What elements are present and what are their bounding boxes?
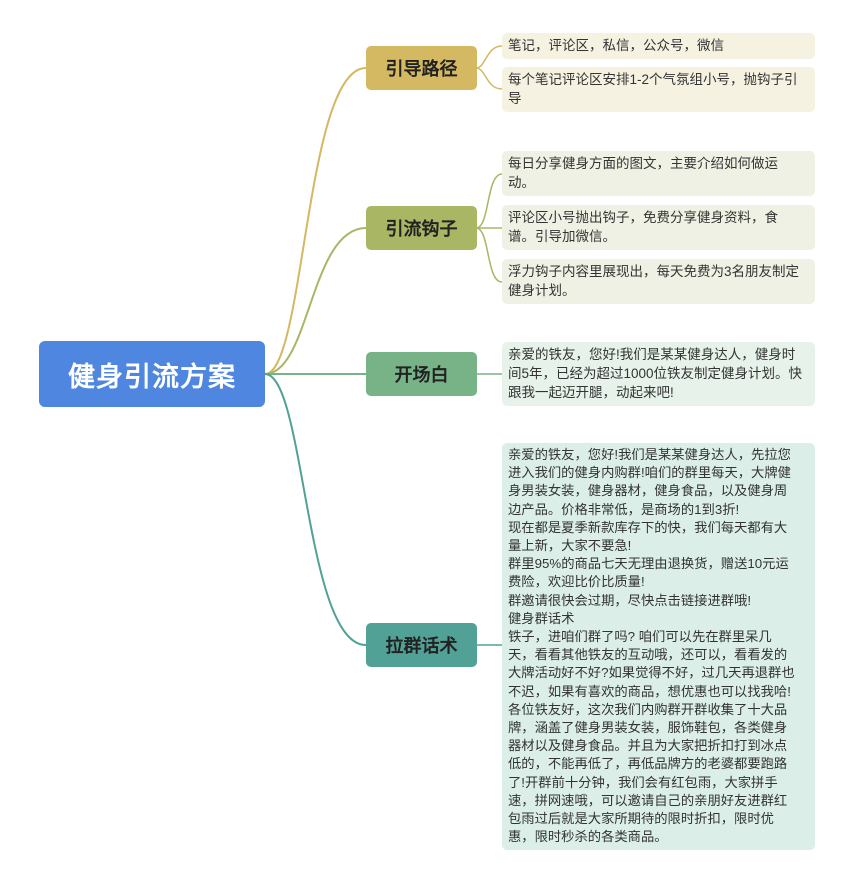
- leaf-text: 包雨过后就是大家所期待的限时折扣，限时优: [508, 811, 774, 827]
- leaf-text: 天，看看其他铁友的互动哦，还可以，看看发的: [508, 647, 788, 663]
- branch-group-script[interactable]: 拉群话术: [366, 623, 477, 667]
- leaf-opening-greeting[interactable]: 亲爱的铁友，您好!我们是某某健身达人，健身时 间5年，已经为超过1000位铁友制…: [502, 342, 815, 406]
- leaf-text: 器材以及健身食品。并且为大家把折扣打到冰点: [508, 738, 788, 754]
- leaf-text: 了!开群前十分钟，我们会有红包雨，大家拼手: [508, 774, 778, 790]
- leaf-text: 笔记，评论区，私信，公众号，微信: [508, 38, 724, 53]
- leaf-text: 亲爱的铁友，您好!我们是某某健身达人，健身时: [508, 347, 796, 362]
- leaf-text: 群邀请很快会过期，尽快点击链接进群哦!: [508, 592, 752, 608]
- leaf-text: 健身计划。: [508, 283, 576, 298]
- leaf-hook-free-plan[interactable]: 浮力钩子内容里展现出，每天免费为3名朋友制定 健身计划。: [502, 259, 815, 304]
- leaf-text: 大牌活动好不好?如果觉得不好，过几天再退群也: [508, 665, 795, 681]
- leaf-text: 间5年，已经为超过1000位铁友制定健身计划。快: [508, 366, 803, 381]
- leaf-text: 跟我一起迈开腿，动起来吧!: [508, 385, 674, 400]
- leaf-text: 惠，限时秒杀的各类商品。: [508, 829, 668, 845]
- leaf-text: 身男装女装，健身器材，健身食品，以及健身周: [508, 483, 788, 499]
- leaf-hook-comment-bait[interactable]: 评论区小号抛出钩子，免费分享健身资料，食 谱。引导加微信。: [502, 205, 815, 250]
- leaf-text: 谱。引导加微信。: [508, 229, 616, 244]
- leaf-text: 费险，欢迎比价比质量!: [508, 574, 645, 590]
- link-hook-leaf-1: [475, 173, 503, 229]
- leaf-text: 群里95%的商品七天无理由退换货，赠送10元运: [508, 556, 789, 572]
- leaf-text: 动。: [508, 175, 535, 190]
- leaf-text: 评论区小号抛出钩子，免费分享健身资料，食: [508, 210, 778, 225]
- link-root-group: [264, 373, 367, 646]
- leaf-text: 导: [508, 91, 522, 106]
- root-label: 健身引流方案: [68, 361, 236, 392]
- leaf-text: 浮力钩子内容里展现出，每天免费为3名朋友制定: [508, 264, 800, 279]
- leaf-text: 不迟，如果有喜欢的商品，想优惠也可以找我哈!: [508, 683, 791, 699]
- link-guide-leaf-2: [475, 67, 503, 90]
- link-guide-leaf-1: [475, 45, 503, 69]
- branch-label: 拉群话术: [385, 636, 458, 656]
- leaf-text: 牌，涵盖了健身男装女装，服饰鞋包，各类健身: [508, 720, 788, 736]
- branch-label: 引流钩子: [385, 219, 458, 239]
- leaf-text: 每个笔记评论区安排1-2个气氛组小号，抛钩子引: [508, 72, 798, 87]
- leaf-text: 每日分享健身方面的图文，主要介绍如何做运: [508, 156, 778, 171]
- leaf-text: 现在都是夏季新款库存下的快，我们每天都有大: [508, 519, 788, 535]
- branch-label: 引导路径: [385, 59, 458, 79]
- branch-label: 开场白: [394, 365, 449, 385]
- link-root-guide: [264, 67, 367, 375]
- leaf-text: 进入我们的健身内购群!咱们的群里每天，大牌健: [508, 465, 791, 481]
- branch-opening[interactable]: 开场白: [366, 352, 477, 396]
- leaf-group-script-text[interactable]: 亲爱的铁友，您好!我们是某某健身达人，先拉您 进入我们的健身内购群!咱们的群里每…: [502, 443, 815, 851]
- leaf-text: 低的，不能再低了，再低品牌方的老婆都要跑路: [508, 756, 788, 772]
- leaf-hook-daily-share[interactable]: 每日分享健身方面的图文，主要介绍如何做运 动。: [502, 151, 815, 196]
- leaf-text: 亲爱的铁友，您好!我们是某某健身达人，先拉您: [508, 447, 791, 462]
- root-node[interactable]: 健身引流方案: [39, 341, 265, 407]
- leaf-guide-comment-accounts[interactable]: 每个笔记评论区安排1-2个气氛组小号，抛钩子引 导: [502, 67, 815, 112]
- leaf-text: 速，拼网速哦，可以邀请自己的亲朋好友进群红: [508, 792, 788, 808]
- leaf-text: 健身群话术: [508, 610, 575, 626]
- leaf-text: 各位铁友好，这次我们内购群开群收集了十大品: [508, 701, 788, 717]
- branch-guide-path[interactable]: 引导路径: [366, 46, 477, 90]
- branch-traffic-hook[interactable]: 引流钩子: [366, 206, 477, 250]
- link-hook-leaf-3: [475, 227, 503, 283]
- leaf-text: 边产品。价格非常低，是商场的1到3折!: [508, 501, 740, 517]
- leaf-guide-channels[interactable]: 笔记，评论区，私信，公众号，微信: [502, 33, 815, 59]
- leaf-text: 量上新，大家不要急!: [508, 538, 632, 554]
- link-root-hook: [264, 227, 367, 375]
- leaf-text: 铁子，进咱们群了吗? 咱们可以先在群里呆几: [508, 629, 772, 645]
